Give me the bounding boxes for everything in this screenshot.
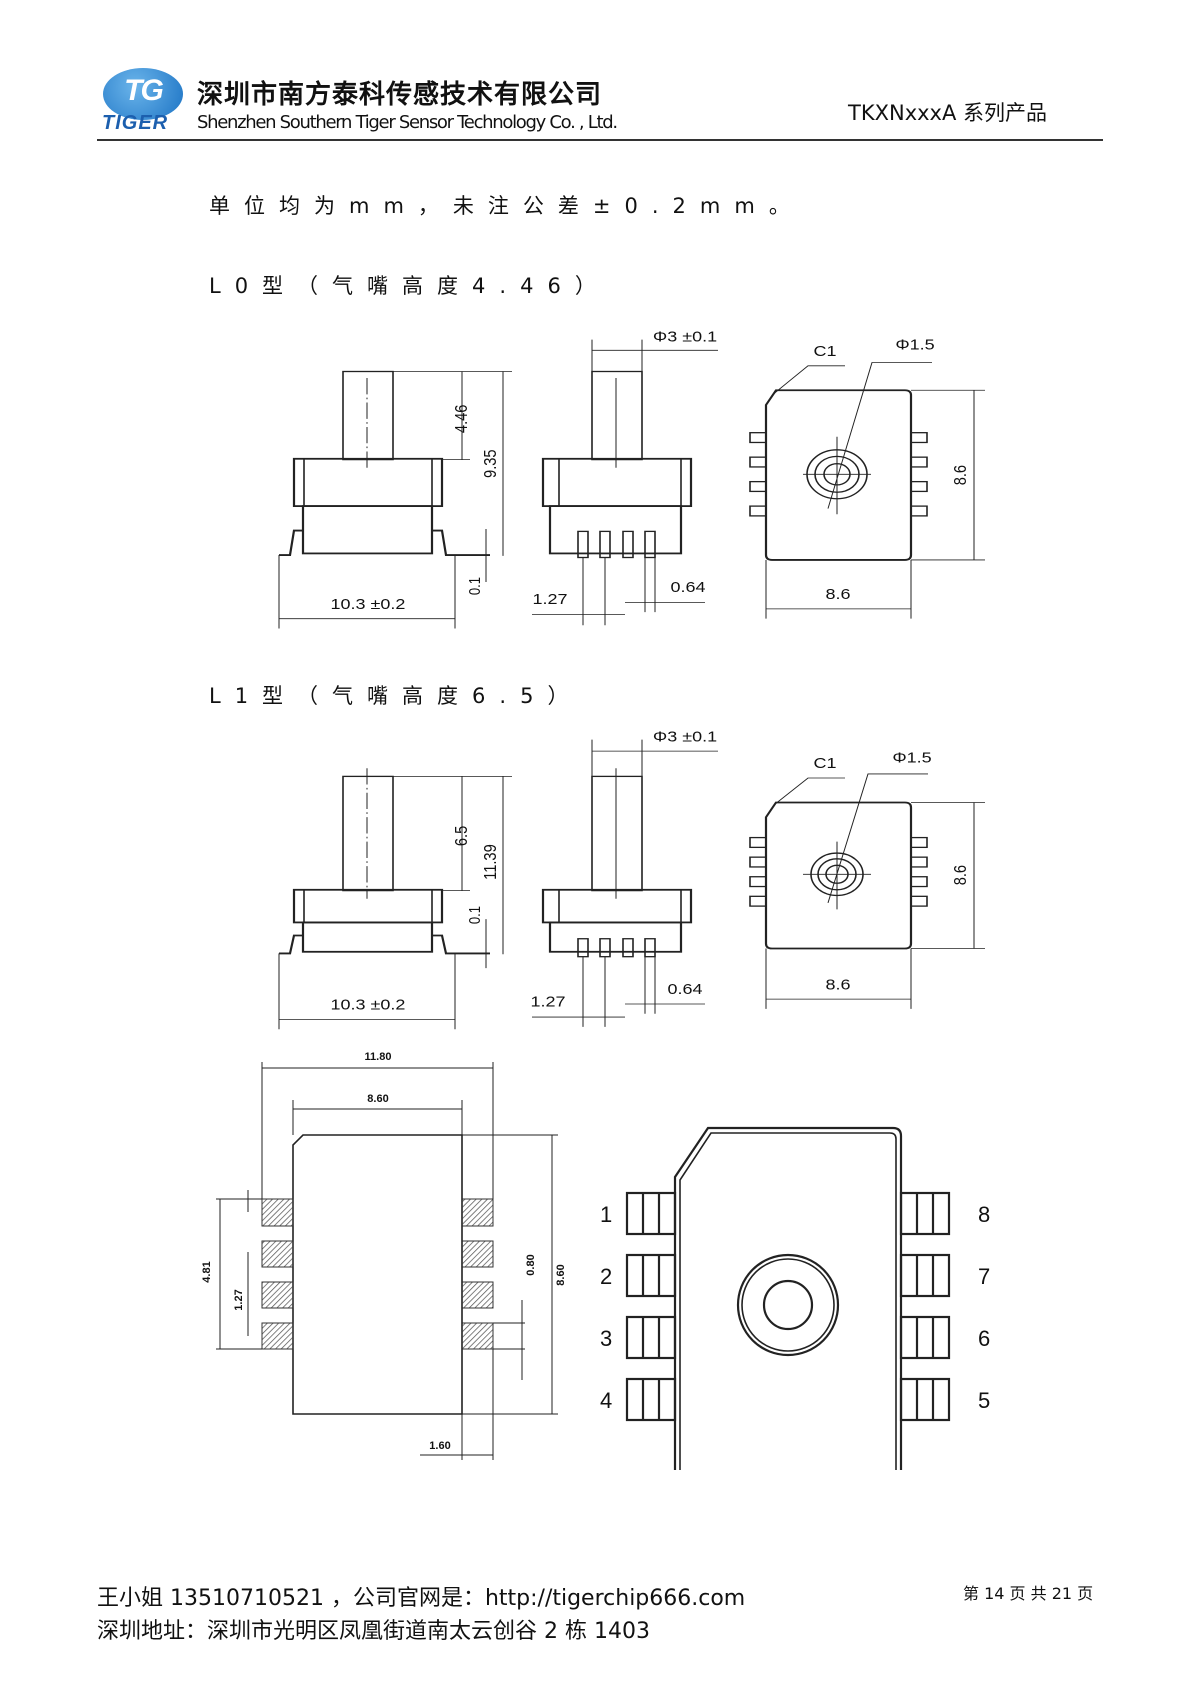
port-diameter-dim: Φ1.5 [892,750,931,766]
body-width-dim: 8.60 [367,1093,388,1105]
pitch-dim: 1.27 [531,994,566,1010]
total-height-dim: 11.39 [481,844,501,880]
length-dim: 10.3 ±0.2 [331,596,406,612]
body-height-dim: 8.6 [951,865,971,885]
top-view: C1 Φ1.5 8.6 8.6 [749,750,985,1009]
side-view: Φ3 ±0.1 1.27 0.64 [531,729,718,1027]
nozzle-diameter-dim: Φ3 ±0.1 [653,329,717,345]
standoff-dim: 0.1 [467,577,485,595]
page-number: 第 14 页 共 21 页 [963,1584,1094,1603]
header-divider [97,139,1103,141]
pin-label: 3 [600,1326,612,1351]
l0-drawing: 4.46 9.35 0.1 10.3 ±0.2 Φ3 ±0.1 1.27 0.6… [278,329,985,629]
pitch-dim: 1.27 [533,591,568,607]
front-view: 6.5 11.39 0.1 10.3 ±0.2 [278,768,512,1030]
units-note: 单位均为mm，未注公差±0.2mm。 [209,194,804,218]
body-height-dim: 8.60 [555,1264,567,1285]
side-view: Φ3 ±0.1 1.27 0.64 [532,329,718,626]
length-dim: 10.3 ±0.2 [331,997,406,1013]
pitch-dim: 1.27 [233,1289,245,1310]
company-name-cn: 深圳市南方泰科传感技术有限公司 [197,80,603,110]
pin-label: 2 [600,1264,612,1289]
body-width-dim: 8.6 [826,587,851,603]
top-view: C1 Φ1.5 8.6 8.6 [749,337,985,619]
pin-label: 6 [978,1326,990,1351]
company-logo [103,68,183,120]
product-series: TKXNxxxA 系列产品 [848,101,1048,125]
overall-width-dim: 11.80 [365,1051,392,1063]
standoff-dim: 0.1 [467,906,485,924]
pin-label: 4 [600,1388,612,1413]
nozzle-diameter-dim: Φ3 ±0.1 [653,729,717,745]
address: 深圳地址：深圳市光明区凤凰街道南太云创谷 2 栋 1403 [97,1619,650,1644]
l0-title: L0型（气嘴高度4.46） [209,274,610,298]
pin-width-dim: 0.64 [671,579,706,595]
company-name-en: Shenzhen Southern Tiger Sensor Technolog… [197,112,618,133]
pinout-view: 1 2 3 4 8 7 6 5 [600,1126,990,1470]
pin-label: 7 [978,1264,990,1289]
pin-label: 5 [978,1388,990,1413]
footprint-drawing: 11.80 8.60 8.60 0.80 4.81 1.27 1.60 [201,1051,990,1470]
body-width-dim: 8.6 [826,977,851,993]
nozzle-height-dim: 6.5 [452,826,472,846]
l1-drawing: 6.5 11.39 0.1 10.3 ±0.2 Φ3 ±0.1 1.27 0.6… [278,729,985,1030]
body-height-dim: 8.6 [951,465,971,485]
logo-letters: TG [124,74,164,107]
nozzle-height-dim: 4.46 [452,405,472,434]
l1-title: L1型（气嘴高度6.5） [209,684,583,708]
pin-label: 1 [600,1202,612,1227]
chamfer-dim: C1 [814,756,837,772]
front-view: 4.46 9.35 0.1 10.3 ±0.2 [278,370,512,629]
pad-span-dim: 4.81 [201,1261,213,1282]
logo-wordmark: TIGER [102,112,169,134]
port-diameter-dim: Φ1.5 [895,337,934,353]
contact-info: 王小姐 13510710521 ，公司官网是：http://tigerchip6… [97,1586,746,1611]
pin-label: 8 [978,1202,990,1227]
pin-width-dim: 0.64 [668,982,703,998]
pad-width-dim: 0.80 [525,1254,537,1275]
total-height-dim: 9.35 [481,449,501,478]
pad-layout: 11.80 8.60 8.60 0.80 4.81 1.27 1.60 [201,1051,567,1460]
chamfer-dim: C1 [814,343,837,359]
pad-length-dim: 1.60 [429,1440,450,1452]
